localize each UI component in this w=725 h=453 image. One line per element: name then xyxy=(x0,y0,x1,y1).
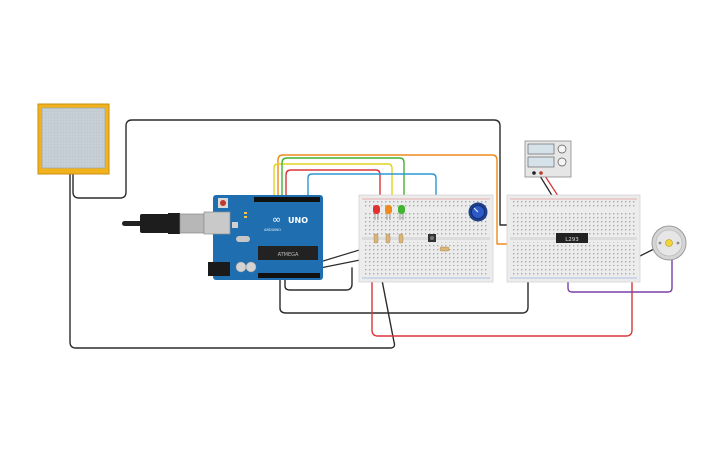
pushbutton[interactable] xyxy=(428,234,436,242)
arduino-sub-label: ARDUINO xyxy=(264,228,281,232)
motor-driver-ic[interactable]: L293 xyxy=(556,233,588,243)
arduino-uno-board[interactable]: ATMEGA ∞ UNO ARDUINO xyxy=(203,195,323,280)
dc-motor-icon[interactable] xyxy=(651,225,687,261)
ic-label: L293 xyxy=(565,237,579,243)
led-red[interactable] xyxy=(373,205,380,220)
resistors[interactable] xyxy=(373,233,450,252)
wire-orange[interactable] xyxy=(277,154,556,245)
usb-cable-icon[interactable] xyxy=(122,213,205,234)
reset-button[interactable] xyxy=(220,200,226,206)
wire-black-bottom[interactable] xyxy=(69,171,396,349)
wire-black-top[interactable] xyxy=(72,119,516,226)
wire-blue[interactable] xyxy=(307,173,437,223)
wire-black-gnd[interactable] xyxy=(279,261,529,314)
wire-red-bottom[interactable] xyxy=(371,261,633,337)
wire-red-top[interactable] xyxy=(285,169,381,271)
led-green[interactable] xyxy=(398,205,405,220)
arduino-brand-label: UNO xyxy=(288,216,308,225)
wire-green[interactable] xyxy=(281,157,405,211)
wire-yellow[interactable] xyxy=(273,163,393,211)
force-sensor-icon[interactable] xyxy=(37,103,110,175)
wire-purple-motor[interactable] xyxy=(567,249,673,293)
potentiometer-icon[interactable] xyxy=(468,202,488,222)
led-orange[interactable] xyxy=(385,205,392,220)
wire-black-gnd2[interactable] xyxy=(284,267,353,291)
arduino-logo: ∞ xyxy=(272,213,281,226)
power-supply-icon[interactable] xyxy=(524,140,572,178)
atmega-chip xyxy=(258,246,318,260)
chip-label: ATMEGA xyxy=(278,252,299,258)
